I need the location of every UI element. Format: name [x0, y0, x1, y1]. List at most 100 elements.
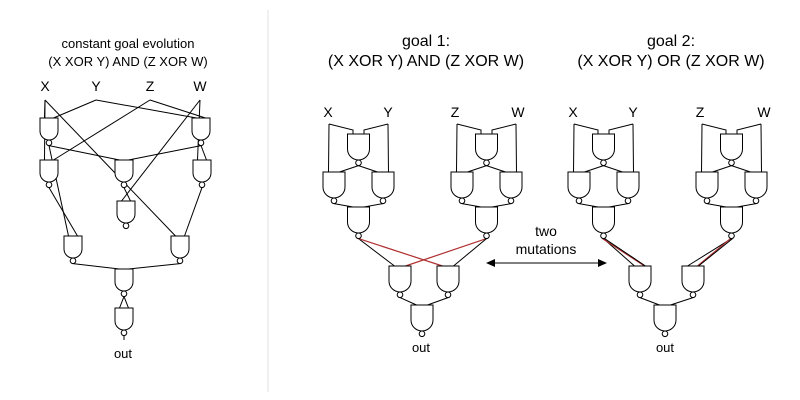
left-gate-6 — [116, 200, 136, 230]
left-title-line2: (X XOR Y) AND (Z XOR W) — [48, 54, 207, 69]
goal2-wire-e1-f — [639, 297, 660, 306]
goal1-left-xor-wire-a-b — [339, 165, 359, 173]
goal2-right-xor-gate-a — [720, 133, 743, 167]
left-input-y: Y — [91, 78, 101, 94]
goal1-left-xor-gate-b — [322, 171, 346, 205]
goal1-right-xor-wire-y-a — [491, 123, 517, 134]
goal2-wire-dr-e2b — [697, 238, 731, 267]
left-wire-g5-g8 — [184, 187, 203, 237]
goal2-gate-f — [653, 304, 677, 338]
mutations-label-line1: two — [535, 223, 557, 239]
goal1-left-xor-gate-c — [371, 171, 395, 205]
goal2-left-xor-wire-x-b — [573, 123, 575, 173]
goal2-right-xor-wire-y-a — [736, 123, 762, 134]
goal2-left-xor-wire-a-c — [603, 165, 623, 173]
left-wire-g3-g7 — [48, 187, 78, 237]
goal1-title-line1: goal 1: — [402, 33, 450, 50]
goal2-title-line1: goal 2: — [647, 33, 695, 50]
left-wire-g1-g4 — [48, 145, 120, 161]
goal1-right-xor-wire-x-b — [456, 123, 458, 173]
left-input-w: W — [193, 78, 207, 94]
goal2-right-xor-wire-c-d — [736, 203, 757, 208]
goal1-right-xor-gate-b — [450, 171, 474, 205]
goal1-left-xor-wire-x-b — [328, 123, 330, 173]
left-gate-7 — [63, 235, 83, 265]
goal1-input-w: W — [511, 104, 525, 120]
goal2-wire-dr-e2c — [698, 238, 733, 267]
left-wire-g8-g9 — [128, 263, 181, 270]
goal1-input-z: Z — [451, 104, 460, 120]
goal1-left-xor-wire-y-a — [363, 123, 389, 134]
goal2-left-xor-gate-a — [592, 133, 615, 167]
goal2-left-xor-wire-y-c — [632, 123, 634, 173]
goal1-right-xor-wire-a-c — [486, 165, 506, 173]
goal1-wire-e2-f — [427, 297, 449, 306]
left-gate-3 — [39, 159, 59, 189]
wires — [44, 99, 762, 340]
mutations-arrow-right-head — [598, 259, 607, 267]
left-gate-2 — [191, 117, 211, 147]
left-wire-g1-g7 — [48, 145, 69, 237]
goal2-title-line2: (X XOR Y) OR (Z XOR W) — [577, 53, 764, 70]
goal1-right-xor-gate-c — [499, 171, 523, 205]
goal1-right-xor-wire-b-d — [461, 203, 482, 208]
goal1-right-xor-gate-d — [475, 206, 498, 240]
goal1-input-x: X — [323, 104, 333, 120]
goal1-gate-f — [410, 304, 434, 338]
goal2-left-xor-wire-y-a — [608, 123, 634, 134]
goal2-right-xor-wire-x-a — [701, 123, 727, 134]
goal2-left-xor-wire-x-a — [573, 123, 599, 134]
goal2-input-z: Z — [696, 104, 705, 120]
left-input-x: X — [40, 78, 50, 94]
goal1-left-xor-wire-a-c — [358, 165, 378, 173]
goal2-right-xor-gate-d — [720, 206, 743, 240]
left-wire-g9-g10a — [119, 296, 125, 309]
goal1-input-y: Y — [383, 104, 393, 120]
left-input-z: Z — [146, 78, 155, 94]
goal2-input-w: W — [757, 104, 771, 120]
goal2-input-x: X — [568, 104, 578, 120]
left-gate-10 — [114, 307, 134, 337]
goal1-wire-dr-e2 — [453, 238, 487, 267]
goal1-right-xor-wire-x-a — [456, 123, 482, 134]
goal1-right-xor-gate-a — [475, 133, 498, 167]
goal1-left-xor-wire-x-a — [328, 123, 354, 134]
goal2-right-xor-gate-c — [744, 171, 768, 205]
left-gate-1 — [39, 117, 59, 147]
goal1-wire-dl-e2 — [358, 238, 443, 267]
goal1-left-xor-wire-b-d — [333, 203, 354, 208]
goal2-right-xor-wire-b-d — [706, 203, 727, 208]
goal2-wire-e2-f — [670, 297, 694, 306]
goal2-wire-dl-e1b — [602, 238, 645, 267]
goal2-left-xor-wire-c-d — [608, 203, 629, 208]
goal1-wire-e1-f — [399, 297, 417, 306]
left-wire-g7-g9 — [72, 263, 120, 270]
goal1-gate-e2 — [436, 265, 460, 299]
goal2-left-xor-gate-c — [616, 171, 640, 205]
goal2-left-xor-wire-b-d — [578, 203, 599, 208]
left-gate-4 — [114, 159, 134, 189]
goal2-right-xor-wire-y-c — [760, 123, 762, 173]
left-title-line1: constant goal evolution — [62, 36, 195, 51]
goal1-output-label: out — [412, 340, 430, 355]
goal1-wire-dr-e1 — [405, 238, 487, 267]
goal2-right-xor-wire-a-b — [712, 165, 732, 173]
left-wire-w-g6 — [121, 99, 201, 202]
left-wire-z-g2 — [149, 99, 206, 119]
goal2-left-xor-gate-b — [567, 171, 591, 205]
left-wire-z-g3 — [53, 99, 151, 161]
nand-gates — [39, 117, 768, 338]
goal1-left-xor-wire-y-c — [387, 123, 389, 173]
goal1-wire-dl-e1 — [358, 238, 395, 267]
goal1-right-xor-wire-a-b — [467, 165, 487, 173]
mutations-arrow-left-head — [486, 259, 495, 267]
left-wire-g2-g5 — [200, 145, 207, 161]
left-gate-8 — [170, 235, 190, 265]
goal2-right-xor-wire-a-c — [731, 165, 751, 173]
mutations-label-line2: mutations — [516, 241, 577, 257]
goal1-gate-e1 — [388, 265, 412, 299]
goal1-right-xor-wire-c-d — [491, 203, 512, 208]
left-output-label: out — [114, 346, 132, 361]
left-wire-g2-g4 — [128, 145, 202, 161]
goal2-gate-e2 — [681, 265, 705, 299]
